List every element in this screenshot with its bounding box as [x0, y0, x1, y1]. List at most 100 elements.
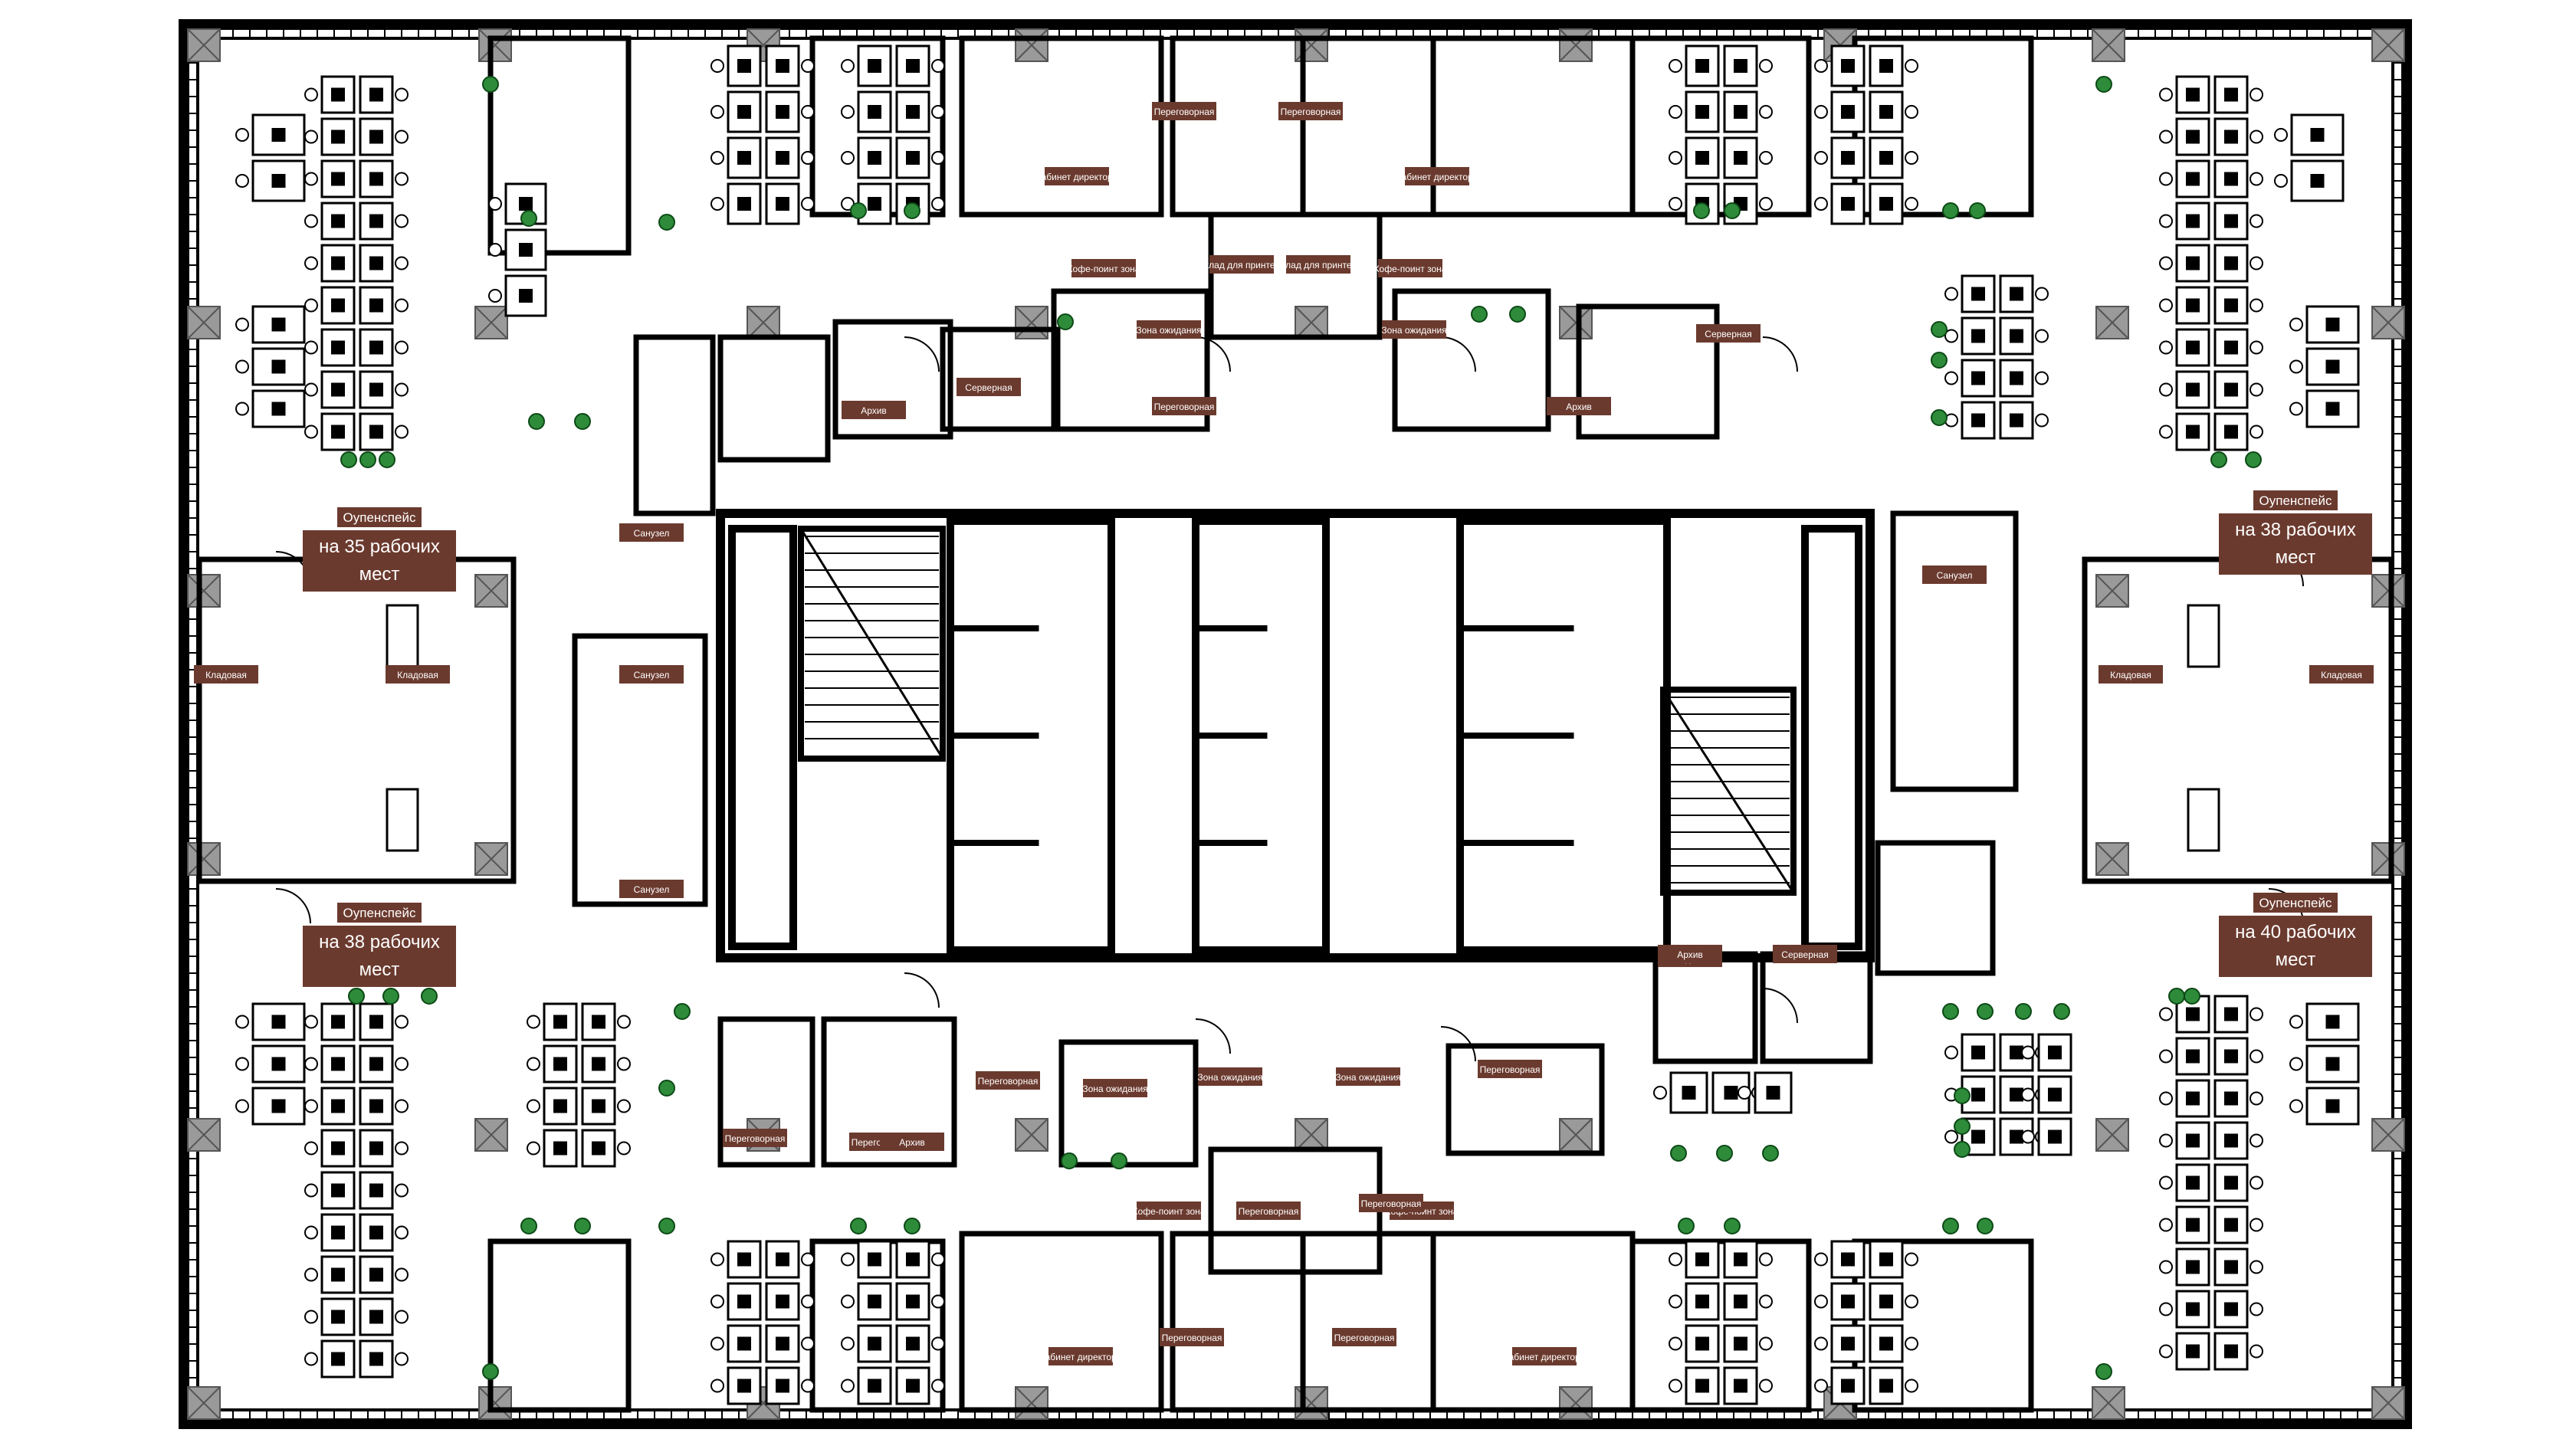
room-tag-bg: [976, 1071, 1040, 1090]
workstation: [710, 90, 762, 133]
chair-icon: [395, 214, 409, 228]
chair: [737, 59, 751, 73]
core-shafts: [947, 517, 1671, 954]
chair: [271, 128, 286, 142]
door-swing: [1762, 988, 1798, 1024]
room-tag: Переговорная: [1152, 102, 1216, 120]
chair: [1734, 1252, 1747, 1267]
room-tag-text: Серверная: [1705, 329, 1751, 339]
chair: [1682, 1086, 1696, 1100]
column: [187, 306, 221, 339]
meeting-table: [2187, 788, 2220, 852]
room-wall: [487, 35, 632, 256]
chair: [271, 1015, 286, 1029]
workstation: [2213, 244, 2263, 283]
workstation: [1723, 1324, 1773, 1363]
chair-icon: [304, 129, 318, 144]
chair-icon: [1669, 151, 1682, 165]
chair-icon: [931, 1379, 945, 1393]
workstation: [304, 1171, 356, 1210]
outlet-marker: [520, 210, 537, 227]
workstation: [2213, 995, 2263, 1034]
room-tag: Переговорная: [976, 1071, 1040, 1090]
room-tag-bg: [619, 665, 684, 684]
workstation: [488, 228, 547, 271]
workstation: [359, 1213, 409, 1252]
chair-icon: [1944, 1045, 1958, 1060]
workstation: [235, 113, 306, 156]
door-swing: [1195, 1018, 1231, 1054]
chair: [1879, 59, 1893, 73]
outlet-marker: [1762, 1145, 1779, 1162]
workstation: [895, 136, 945, 179]
workstation: [1669, 90, 1720, 133]
chair-icon: [2249, 1049, 2263, 1064]
chair-icon: [1905, 1294, 1918, 1309]
chair: [737, 197, 751, 211]
chair-icon: [1669, 197, 1682, 211]
chair-icon: [2249, 382, 2263, 397]
room-tag: Кабинет директора: [1036, 167, 1118, 185]
chair-icon: [710, 197, 724, 211]
chair: [1841, 1294, 1855, 1309]
workstation: [304, 412, 356, 451]
chair: [369, 1310, 383, 1324]
room-tag-bg: [842, 401, 906, 419]
workstation: [841, 136, 892, 179]
chair: [331, 172, 345, 186]
chair-icon: [395, 340, 409, 355]
chair-icon: [395, 1352, 409, 1366]
room-tag-bg: [1286, 255, 1350, 274]
outlet-marker: [1954, 1087, 1971, 1104]
chair: [2010, 329, 2023, 343]
chair: [776, 59, 789, 73]
chair: [331, 1057, 345, 1071]
outlet-marker: [382, 988, 399, 1005]
room-wall: [821, 1016, 957, 1168]
chair-icon: [488, 197, 502, 211]
room-tag: Переговорная: [1236, 1201, 1301, 1220]
chair: [1971, 1129, 1985, 1144]
room-tag-bg: [194, 665, 258, 684]
column: [2095, 306, 2129, 339]
chair-icon: [710, 1379, 724, 1393]
chair: [2186, 1175, 2200, 1190]
workstation: [1669, 1240, 1720, 1279]
chair: [1971, 413, 1985, 428]
workstation: [1944, 1033, 1996, 1072]
chair-icon: [395, 129, 409, 144]
chair-icon: [235, 317, 249, 332]
chair-icon: [1759, 1336, 1773, 1351]
chair-icon: [527, 1057, 540, 1071]
workstation: [1814, 1282, 1866, 1321]
workstation: [710, 182, 762, 225]
chair-icon: [801, 151, 815, 165]
chair-icon: [931, 151, 945, 165]
chair-icon: [1653, 1086, 1667, 1100]
room-tag-text: Санузел: [634, 670, 670, 680]
room-tag-text: Переговорная: [1361, 1198, 1422, 1209]
workstation: [1869, 1324, 1918, 1363]
workstation: [359, 1129, 409, 1168]
room-tag-bg: [1152, 102, 1216, 120]
room-tag-text: Зона ожидания: [1335, 1072, 1400, 1083]
chair: [906, 151, 920, 165]
chair-icon: [2035, 413, 2049, 428]
workstation: [527, 1044, 578, 1083]
chair-icon: [1814, 59, 1828, 73]
column: [2371, 306, 2405, 339]
room-tag-bg: [1045, 167, 1109, 185]
chair: [2186, 214, 2200, 228]
door-swing: [904, 972, 940, 1008]
chair: [1695, 1294, 1709, 1309]
column: [1015, 28, 1048, 62]
chair: [2186, 340, 2200, 355]
chair: [1766, 1086, 1780, 1100]
chair-icon: [2159, 382, 2173, 397]
workstation: [895, 1282, 945, 1321]
chair: [737, 105, 751, 119]
outlet-marker: [1942, 202, 1959, 219]
room-tag: Санузел: [619, 665, 684, 684]
workstation: [2021, 1033, 2072, 1072]
room-tag-text: Архив: [899, 1137, 925, 1148]
